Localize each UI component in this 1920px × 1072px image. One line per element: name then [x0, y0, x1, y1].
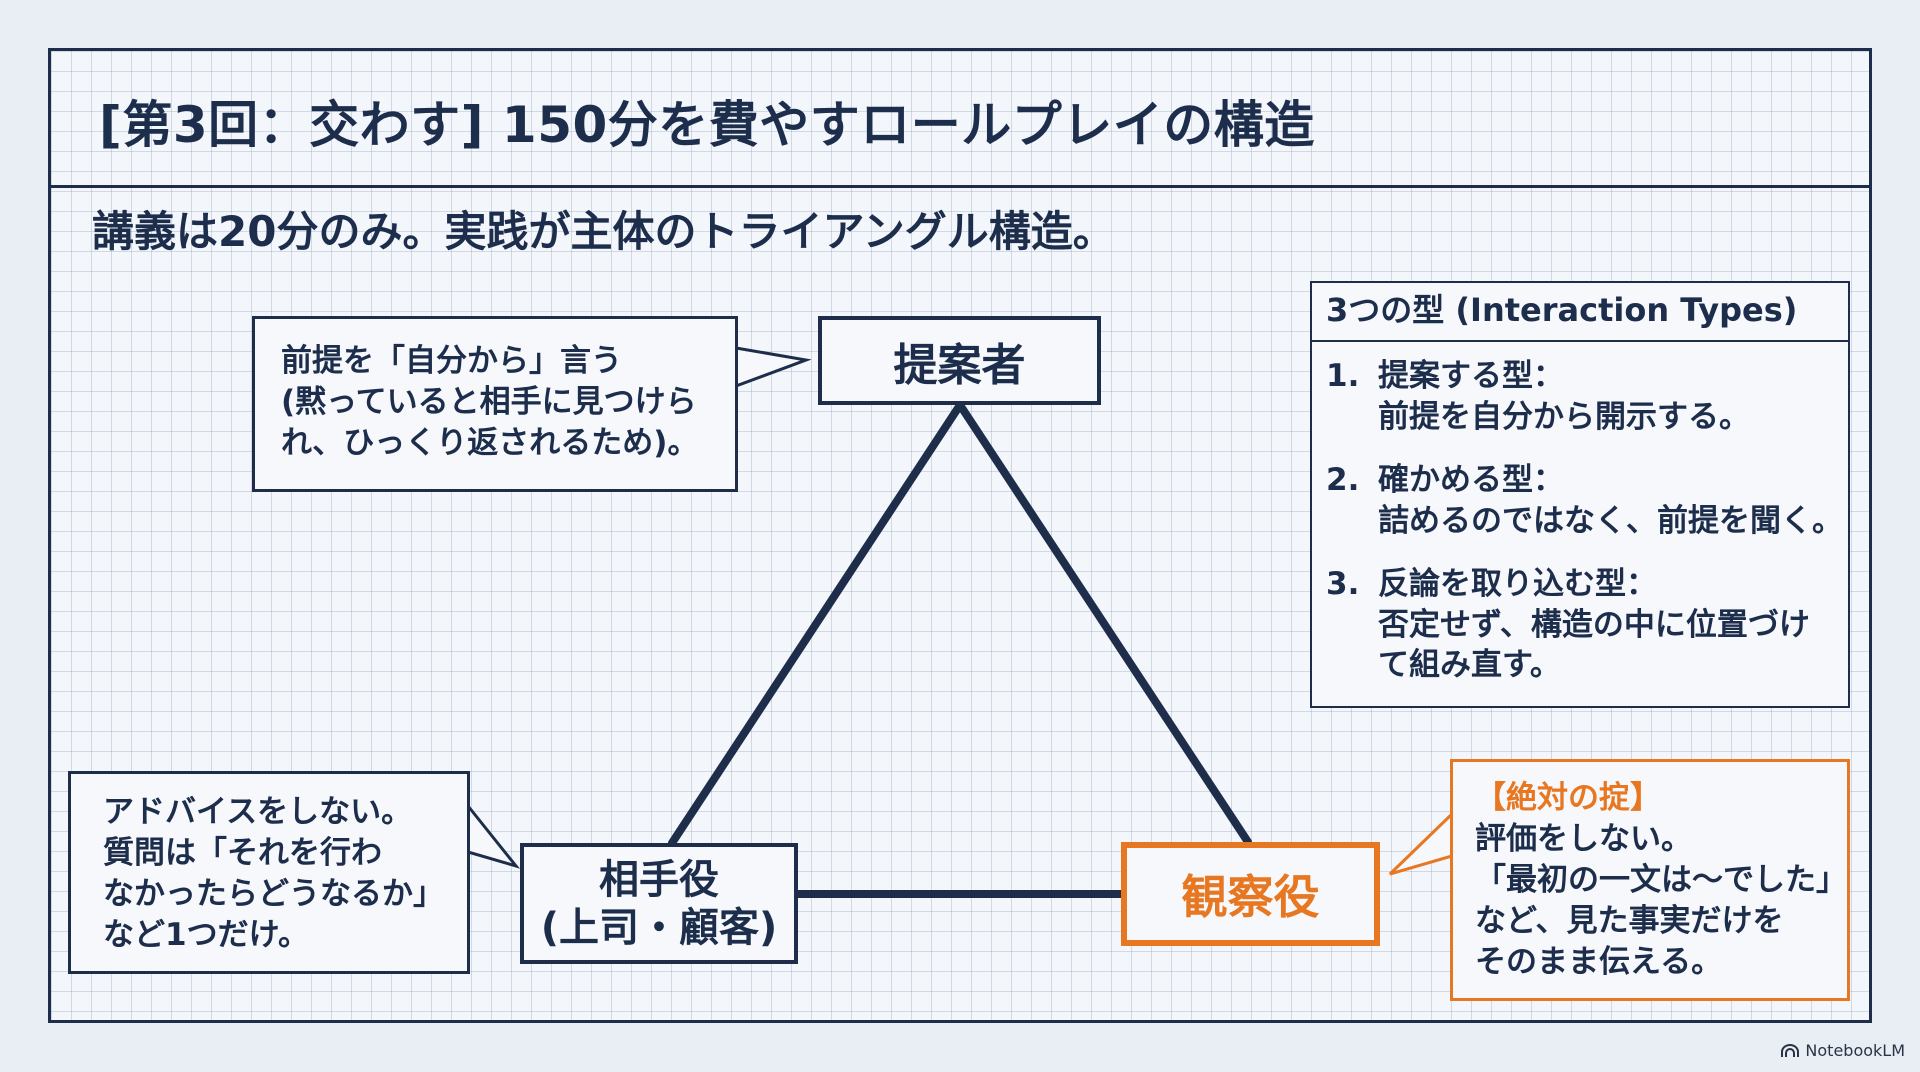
title-bar: [第3回：交わす] 150分を費やすロールプレイの構造: [51, 51, 1869, 188]
type-line: て組み直す。: [1378, 647, 1561, 684]
role-proposer: 提案者: [818, 316, 1101, 405]
bubble-text-line: など1つだけ。: [103, 916, 310, 953]
notebooklm-watermark: NotebookLM: [1781, 1041, 1905, 1060]
interaction-types-panel: 3つの型 (Interaction Types) 1. 提案する型： 前提を自分…: [1310, 281, 1850, 708]
bubble-text-line: そのまま伝える。: [1475, 943, 1723, 980]
role-label: 観察役: [1181, 870, 1320, 924]
type-line: 提案する型：: [1378, 358, 1564, 394]
watermark-text: NotebookLM: [1805, 1041, 1905, 1060]
notebooklm-logo-icon: [1781, 1043, 1800, 1057]
bubble-text-line: 評価をしない。: [1475, 820, 1692, 857]
proposer-speech-bubble: 前提を「自分から」言う (黙っていると相手に見つけら れ、ひっくり返されるため)…: [252, 316, 738, 492]
role-label: 相手役: [599, 856, 719, 903]
slide-title: [第3回：交わす] 150分を費やすロールプレイの構造: [99, 96, 1315, 154]
type-number: 3.: [1326, 565, 1360, 602]
type-item: 3. 反論を取り込む型： 否定せず、構造の中に位置づけ て組み直す。: [1326, 564, 1848, 687]
role-label: 提案者: [893, 339, 1026, 391]
bubble-tail-partner: [466, 801, 521, 869]
role-sublabel: (上司・顧客): [540, 904, 778, 951]
edge-proposer-observer: [956, 401, 1252, 846]
type-body: 確かめる型： 詰めるのではなく、前提を聞く。: [1378, 460, 1843, 542]
type-body: 反論を取り込む型： 否定せず、構造の中に位置づけ て組み直す。: [1378, 564, 1810, 687]
type-item: 2. 確かめる型： 詰めるのではなく、前提を聞く。: [1326, 460, 1848, 542]
bubble-text-line: 前提を「自分から」言う: [281, 343, 622, 379]
bubble-text-line: なかったらどうなるか」: [103, 875, 444, 912]
type-line: 確かめる型：: [1378, 461, 1564, 498]
bubble-text-line: 「最初の一文は〜でした」: [1475, 861, 1847, 898]
edge-proposer-partner: [668, 401, 964, 847]
role-partner: 相手役 (上司・顧客): [520, 843, 798, 964]
type-line: 前提を自分から開示する。: [1378, 398, 1750, 435]
type-line: 反論を取り込む型：: [1378, 565, 1657, 602]
type-number: 1.: [1326, 358, 1360, 394]
bubble-text-line: れ、ひっくり返されるため)。: [281, 424, 699, 461]
role-observer: 観察役: [1121, 842, 1380, 946]
bubble-text-line: 質問は「それを行わ: [103, 834, 382, 871]
type-item: 1. 提案する型： 前提を自分から開示する。: [1326, 356, 1848, 438]
types-list: 1. 提案する型： 前提を自分から開示する。 2. 確かめる型： 詰めるのではな…: [1312, 342, 1848, 686]
bubble-tail-proposer: [734, 346, 812, 389]
observer-speech-bubble: 【絶対の掟】 評価をしない。 「最初の一文は〜でした」 など、見た事実だけを そ…: [1450, 759, 1850, 1001]
bubble-text-line: (黙っていると相手に見つけら: [281, 383, 697, 420]
rule-title: 【絶対の掟】: [1475, 780, 1661, 816]
bubble-text-line: など、見た事実だけを: [1475, 902, 1784, 939]
type-line: 否定せず、構造の中に位置づけ: [1378, 606, 1810, 643]
partner-speech-bubble: アドバイスをしない。 質問は「それを行わ なかったらどうなるか」 など1つだけ。: [68, 771, 470, 974]
slide-subtitle: 講義は20分のみ。実践が主体のトライアングル構造。: [92, 207, 1115, 256]
bubble-text-line: アドバイスをしない。: [103, 794, 413, 830]
type-line: 詰めるのではなく、前提を聞く。: [1378, 502, 1843, 539]
type-body: 提案する型： 前提を自分から開示する。: [1378, 356, 1750, 438]
types-header: 3つの型 (Interaction Types): [1312, 283, 1848, 342]
type-number: 2.: [1326, 461, 1360, 498]
bubble-tail-observer: [1388, 810, 1454, 876]
